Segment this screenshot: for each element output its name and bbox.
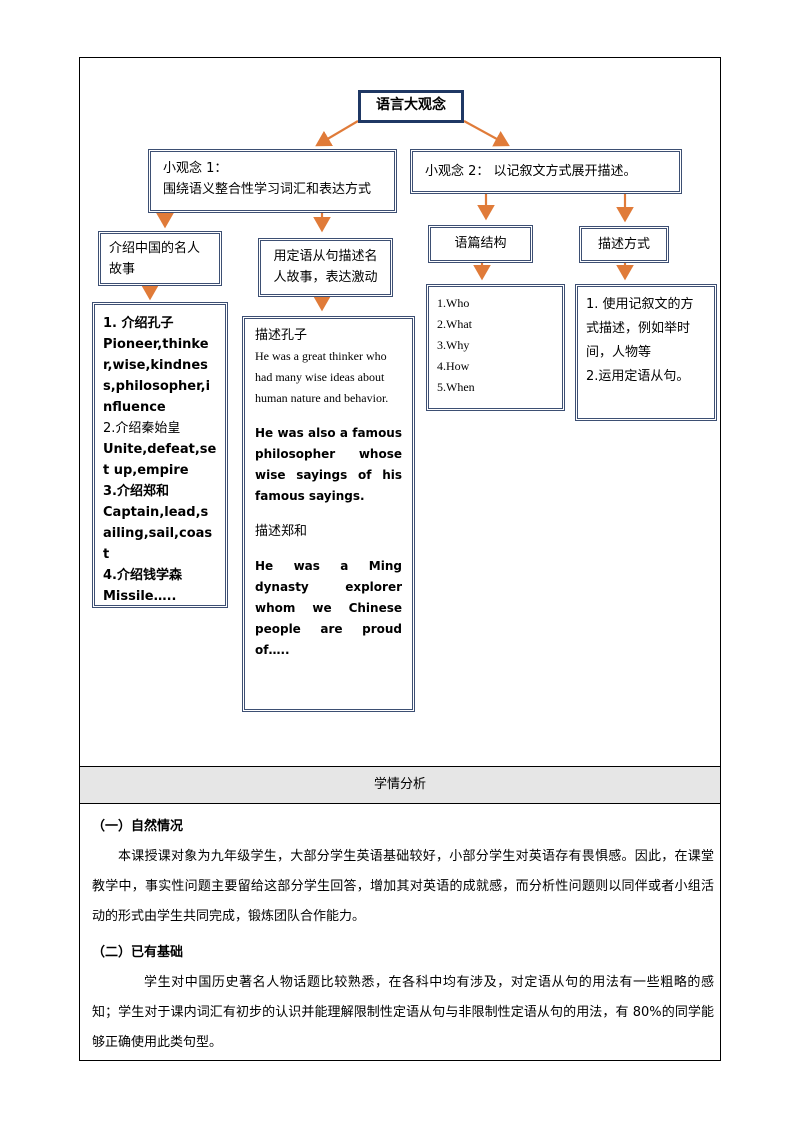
sub-idea-1-box: 小观念 1： 围绕语义整合性学习词汇和表达方式	[148, 149, 397, 213]
arrow-root-to-idea1	[315, 120, 359, 147]
structure-item: 3.Why	[437, 338, 470, 352]
branch-famous-people-label: 介绍中国的名人故事	[109, 241, 201, 277]
list-item-words: Missile…..	[103, 589, 177, 604]
branch-description-method-box: 描述方式	[579, 226, 669, 263]
sentence-group-heading: 描述郑和	[255, 524, 308, 539]
description-method-list-box: 1. 使用记叙文的方式描述，例如举时间，人物等 2.运用定语从句。	[575, 284, 717, 421]
list-item-words: Unite,defeat,set up,empire	[103, 442, 217, 478]
analysis-section-1: （一）自然情况 本课授课对象为九年级学生，大部分学生英语基础较好，小部分学生对英…	[92, 812, 714, 932]
sub-idea-1-text: 围绕语义整合性学习词汇和表达方式	[163, 182, 372, 197]
famous-people-list-box: 1. 介绍孔子 Pioneer,thinker,wise,kindness,ph…	[92, 302, 228, 608]
list-item-words: Captain,lead,sailing,sail,coast	[103, 505, 213, 562]
sentence-group-heading: 描述孔子	[255, 328, 308, 343]
section-1-text: 本课授课对象为九年级学生，大部分学生英语基础较好，小部分学生对英语存有畏惧感。因…	[92, 849, 714, 924]
section-2-title: （二）已有基础	[92, 945, 184, 960]
sub-idea-1-title: 小观念 1：	[163, 161, 228, 176]
analysis-heading: 学情分析	[373, 777, 426, 792]
branch-attributive-clause-label: 用定语从句描述名人故事，表达激动	[273, 249, 378, 285]
method-item: 2.运用定语从句。	[586, 369, 690, 384]
list-item-title: 3.介绍郑和	[103, 484, 169, 499]
section-2-text: 学生对中国历史著名人物话题比较熟悉，在各科中均有涉及，对定语从句的用法有一些粗略…	[92, 975, 714, 1050]
list-item-title: 1. 介绍孔子	[103, 316, 174, 331]
branch-text-structure-box: 语篇结构	[428, 225, 533, 263]
list-item-title: 2.介绍秦始皇	[103, 421, 181, 436]
root-concept-label: 语言大观念	[376, 97, 446, 113]
analysis-section-2: （二）已有基础 学生对中国历史著名人物话题比较熟悉，在各科中均有涉及，对定语从句…	[92, 938, 714, 1058]
example-sentence: He was a Ming dynasty explorer whom we C…	[255, 559, 402, 657]
branch-text-structure-label: 语篇结构	[454, 236, 507, 251]
example-sentence: He was a great thinker who had many wise…	[255, 349, 389, 405]
section-1-title: （一）自然情况	[92, 819, 184, 834]
structure-item: 1.Who	[437, 296, 470, 310]
structure-item: 4.How	[437, 359, 470, 373]
example-sentences-box: 描述孔子 He was a great thinker who had many…	[242, 316, 415, 712]
list-item-title: 4.介绍钱学森	[103, 568, 182, 583]
sub-idea-2-box: 小观念 2： 以记叙文方式展开描述。	[410, 149, 682, 194]
branch-famous-people-box: 介绍中国的名人故事	[98, 231, 222, 286]
structure-item: 5.When	[437, 380, 475, 394]
branch-description-method-label: 描述方式	[597, 237, 650, 252]
analysis-section-header: 学情分析	[80, 766, 720, 804]
example-sentence: He was also a famous philosopher whose w…	[255, 426, 402, 503]
structure-item: 2.What	[437, 317, 472, 331]
arrow-root-to-idea2	[463, 120, 510, 147]
text-structure-list-box: 1.Who 2.What 3.Why 4.How 5.When	[426, 284, 565, 411]
list-item-words: Pioneer,thinker,wise,kindness,philosophe…	[103, 337, 211, 415]
sub-idea-2-text: 小观念 2： 以记叙文方式展开描述。	[425, 164, 637, 179]
page-frame	[79, 57, 721, 1061]
method-item: 1. 使用记叙文的方式描述，例如举时间，人物等	[586, 297, 694, 360]
branch-attributive-clause-box: 用定语从句描述名人故事，表达激动	[258, 238, 393, 297]
root-concept-box: 语言大观念	[358, 90, 464, 123]
